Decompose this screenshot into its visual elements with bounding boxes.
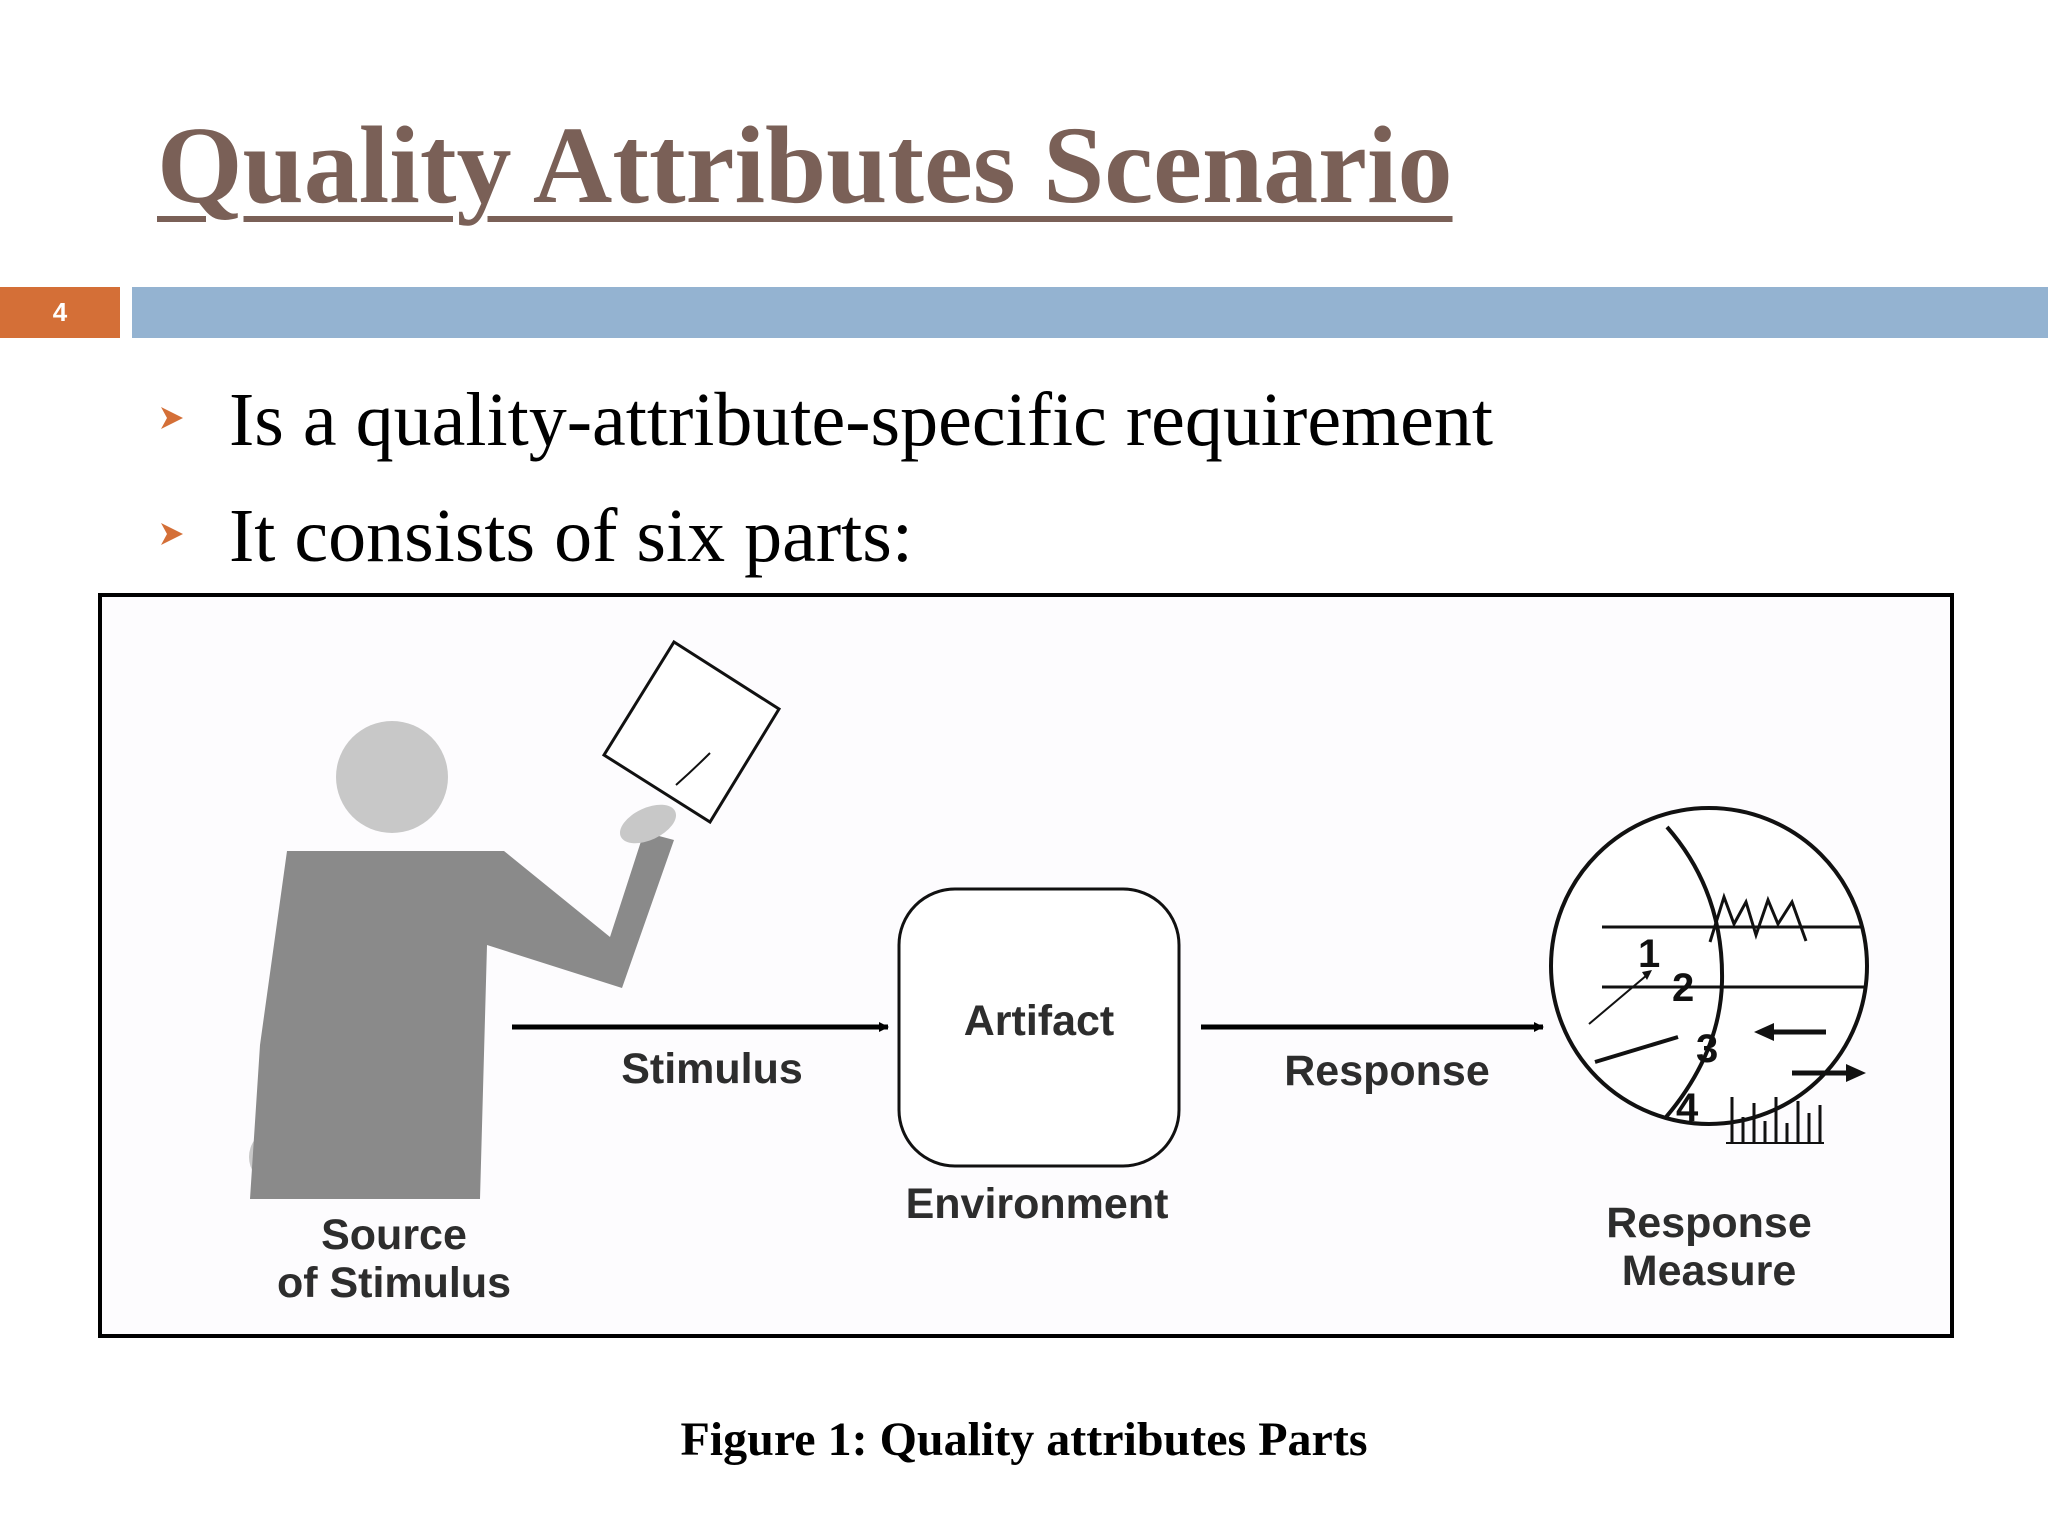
response-measure-line1: Response [1606, 1199, 1812, 1247]
response-measure-label: Response Measure [1559, 1199, 1859, 1295]
artifact-box [897, 887, 1181, 1168]
slide-title: Quality Attributes Scenario [157, 104, 1453, 226]
bullet-text: Is a quality-attribute-specific requirem… [229, 378, 1494, 462]
arrowhead-bullet-icon [161, 407, 183, 429]
gauge-number-4: 4 [1676, 1086, 1699, 1130]
stimulus-label: Stimulus [621, 1045, 803, 1093]
person-icon [249, 721, 677, 1199]
gauge-number-3: 3 [1696, 1027, 1718, 1071]
header-bar [132, 287, 2048, 338]
source-label-line1: Source [321, 1211, 467, 1259]
response-measure-line2: Measure [1621, 1247, 1797, 1295]
figure-caption: Figure 1: Quality attributes Parts [680, 1413, 1368, 1466]
figure-diagram: 1 2 3 4 Source of Stimulus Stimulus Arti… [98, 593, 1954, 1338]
artifact-label: Artifact [963, 997, 1115, 1045]
response-measure-gauge-icon: 1 2 3 4 [1549, 806, 1869, 1144]
environment-label: Environment [905, 1180, 1169, 1228]
bullet-text: It consists of six parts: [229, 494, 913, 578]
gauge-number-2: 2 [1672, 966, 1694, 1010]
response-label: Response [1284, 1047, 1490, 1095]
source-label-line2: of Stimulus [276, 1259, 512, 1307]
source-of-stimulus-label: Source of Stimulus [244, 1211, 544, 1307]
document-icon [601, 639, 782, 825]
quality-scenario-diagram: 1 2 3 4 [249, 639, 1869, 1199]
slide-number: 4 [0, 287, 120, 338]
gauge-number-1: 1 [1638, 932, 1660, 976]
arrowhead-bullet-icon [161, 523, 183, 545]
